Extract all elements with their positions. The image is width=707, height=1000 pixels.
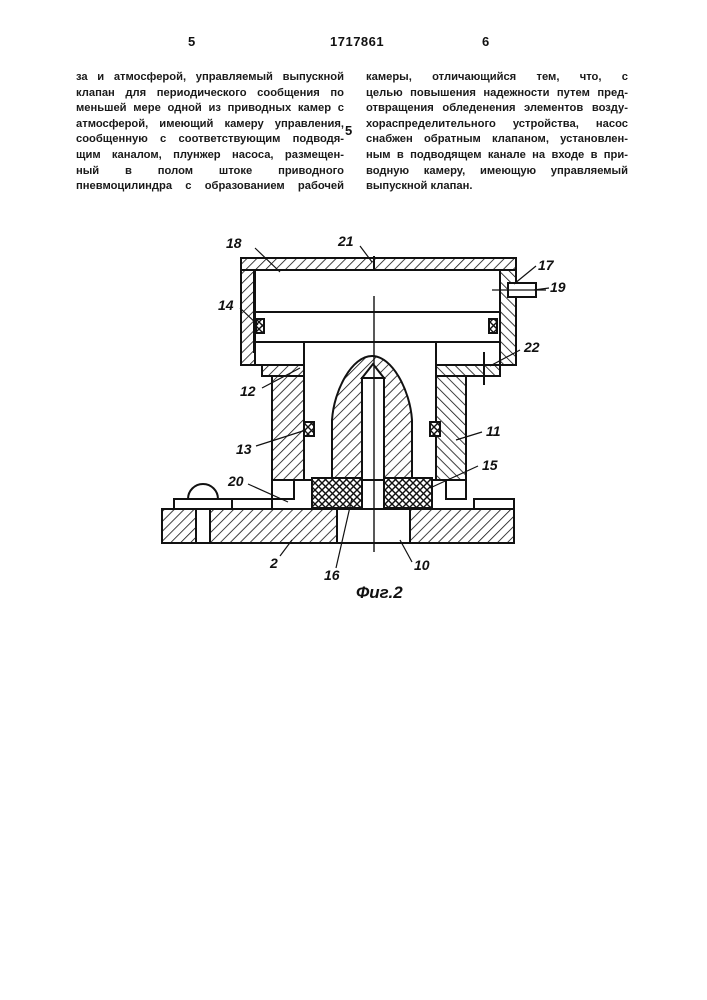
part-label-10: 10 <box>414 557 430 573</box>
part-label-19: 19 <box>550 279 566 295</box>
part-label-20: 20 <box>227 473 244 489</box>
bolt-head <box>188 484 218 499</box>
piston-upper <box>255 270 500 312</box>
check-valve-left <box>312 478 362 508</box>
rod-seal-left <box>304 422 314 436</box>
cylinder-top-cover <box>241 258 516 270</box>
base-plate-right <box>410 509 514 543</box>
part-label-22: 22 <box>523 339 540 355</box>
rod-seal-right <box>430 422 440 436</box>
seal-right <box>489 319 497 333</box>
piston-lower <box>255 312 500 342</box>
figure-caption: Фиг.2 <box>356 583 403 602</box>
part-label-16: 16 <box>324 567 340 583</box>
base-plate-left <box>162 509 337 543</box>
bolt-shank <box>196 509 210 543</box>
check-valve-right <box>384 478 432 508</box>
flange-plate-right <box>474 499 514 509</box>
part-label-11: 11 <box>486 423 501 439</box>
part-label-18: 18 <box>226 235 242 251</box>
part-label-12: 12 <box>240 383 256 399</box>
part-label-21: 21 <box>337 233 354 249</box>
part-label-17: 17 <box>538 257 555 273</box>
part-label-14: 14 <box>218 297 234 313</box>
plunger-core <box>362 378 384 480</box>
flange-plate-left <box>232 499 272 509</box>
bolt-washer <box>174 499 232 509</box>
part-label-2: 2 <box>269 555 278 571</box>
part-label-15: 15 <box>482 457 498 473</box>
seal-left <box>256 319 264 333</box>
step-right <box>446 480 466 499</box>
part-label-13: 13 <box>236 441 252 457</box>
leader-line <box>514 266 536 284</box>
